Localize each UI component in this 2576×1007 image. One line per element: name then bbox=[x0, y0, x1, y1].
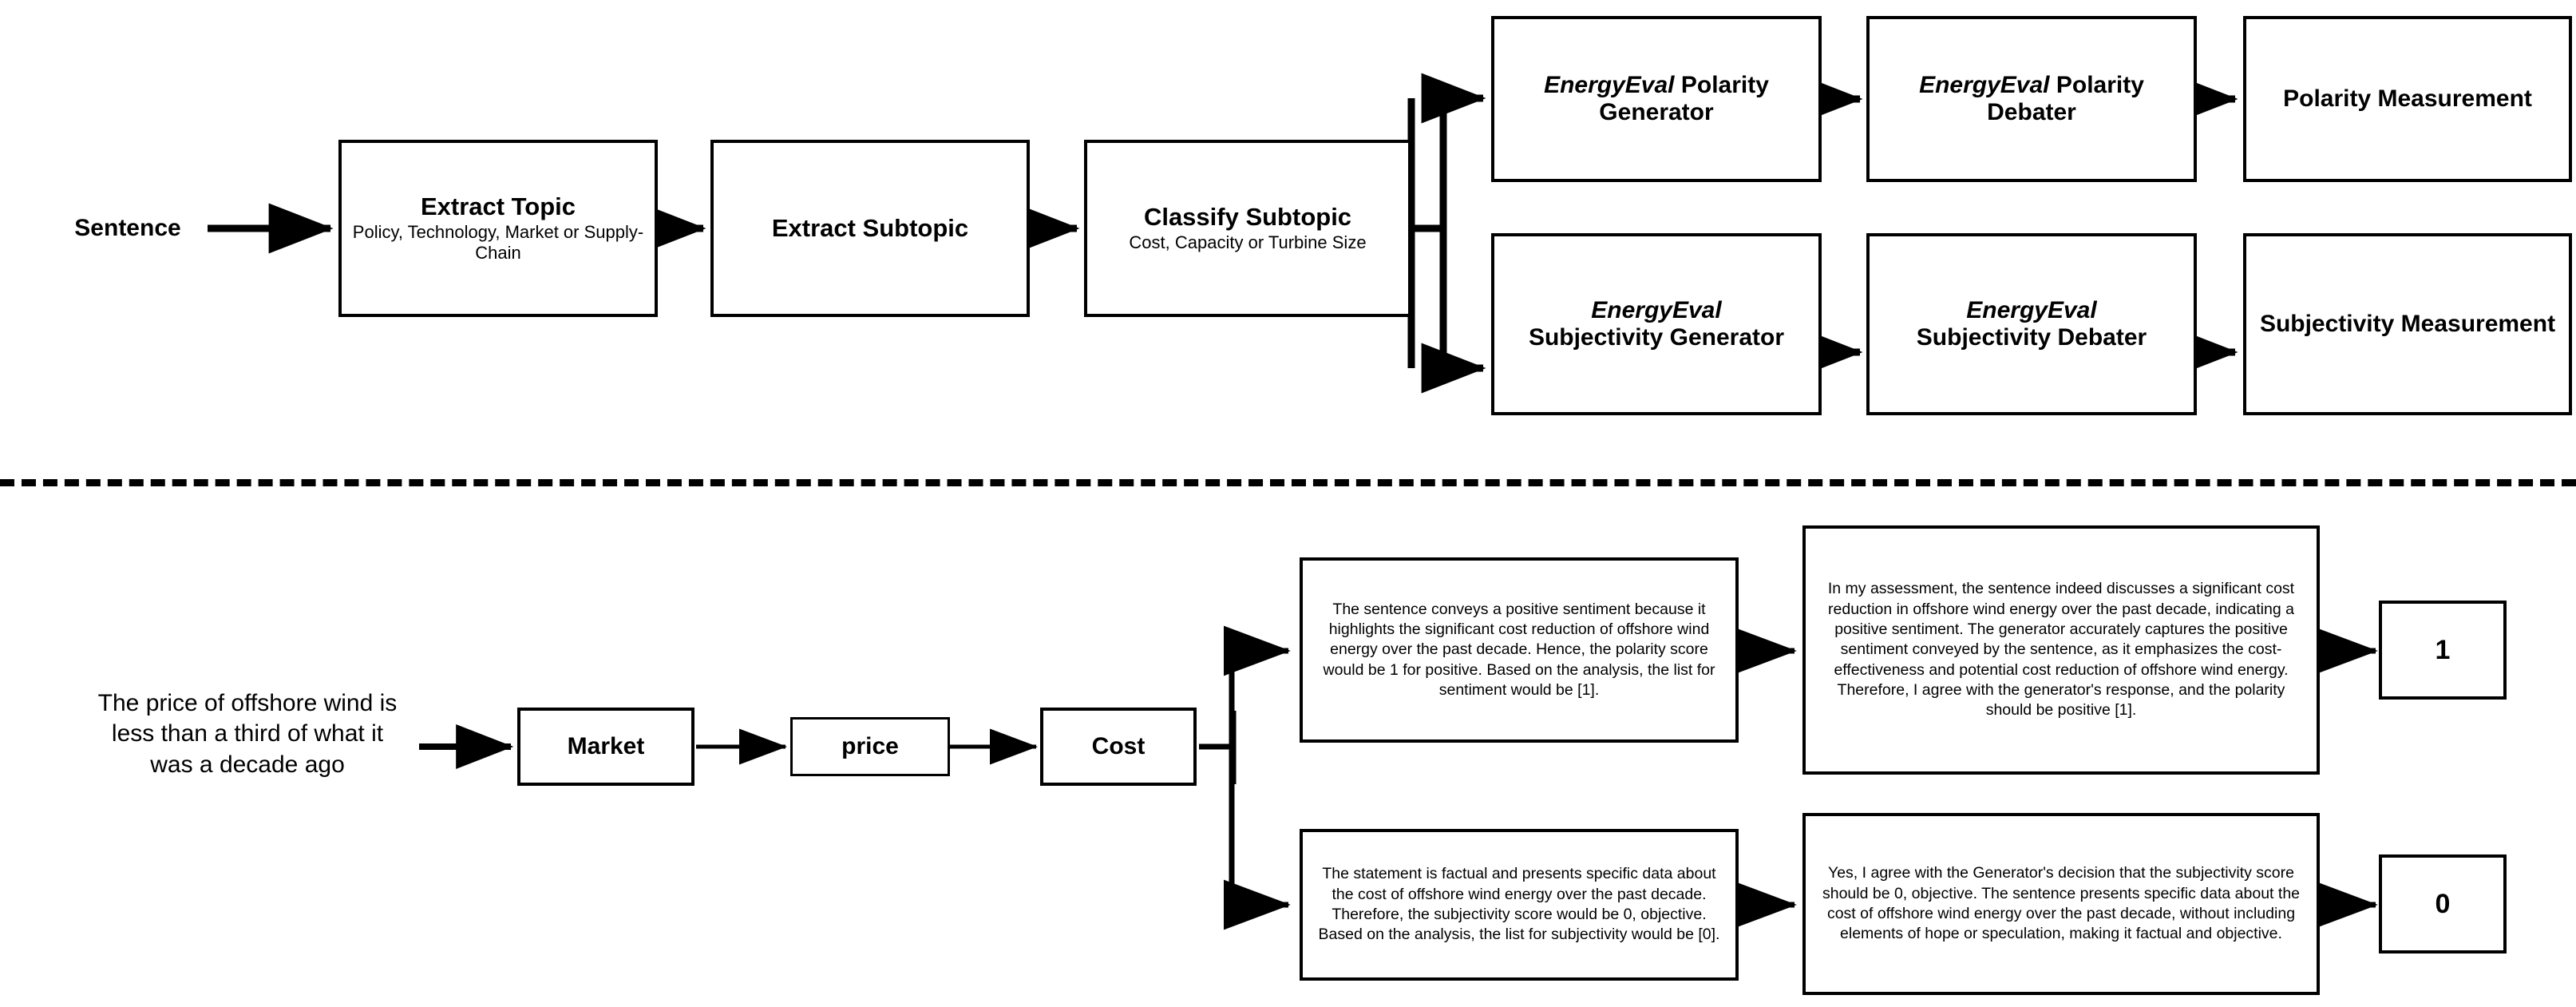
node-polarity-debater-text: Polarity Debater bbox=[1987, 72, 2144, 125]
chip-subtopic-class-label: Cost bbox=[1091, 733, 1146, 760]
chip-subtopic-class[interactable]: Cost bbox=[1040, 708, 1197, 786]
subjectivity-score-value: 0 bbox=[2435, 888, 2451, 919]
node-polarity-generator-text: Polarity Generator bbox=[1599, 72, 1769, 125]
node-subjectivity-debater-text: Subjectivity Debater bbox=[1916, 324, 2147, 351]
brand-energyeval: EnergyEval bbox=[1544, 72, 1675, 99]
node-classify-subtopic[interactable]: Classify Subtopic Cost, Capacity or Turb… bbox=[1084, 140, 1411, 317]
subjectivity-generator-output: The statement is factual and presents sp… bbox=[1300, 829, 1739, 981]
polarity-generator-output-text: The sentence conveys a positive sentimen… bbox=[1323, 600, 1715, 700]
node-extract-subtopic[interactable]: Extract Subtopic bbox=[710, 140, 1030, 317]
polarity-debater-output-text: In my assessment, the sentence indeed di… bbox=[1827, 580, 2295, 720]
polarity-debater-output: In my assessment, the sentence indeed di… bbox=[1802, 525, 2320, 775]
node-polarity-debater-title: EnergyEval Polarity Debater bbox=[1878, 72, 2186, 125]
input-sentence-text: Sentence bbox=[74, 215, 181, 241]
node-subjectivity-generator-title: EnergyEval Subjectivity Generator bbox=[1529, 297, 1784, 351]
node-polarity-generator[interactable]: EnergyEval Polarity Generator bbox=[1491, 16, 1822, 182]
subjectivity-score-box: 0 bbox=[2379, 854, 2507, 953]
chip-subtopic-label: price bbox=[841, 733, 899, 760]
node-subjectivity-generator[interactable]: EnergyEval Subjectivity Generator bbox=[1491, 233, 1822, 415]
node-extract-topic-title: Extract Topic bbox=[420, 192, 576, 220]
subjectivity-debater-output-text: Yes, I agree with the Generator's decisi… bbox=[1822, 864, 2301, 943]
node-polarity-debater[interactable]: EnergyEval Polarity Debater bbox=[1866, 16, 2197, 182]
brand-energyeval: EnergyEval bbox=[1591, 297, 1722, 324]
subjectivity-generator-output-text: The statement is factual and presents sp… bbox=[1318, 865, 1720, 944]
example-input-sentence: The price of offshore wind is less than … bbox=[88, 688, 407, 780]
polarity-score-value: 1 bbox=[2435, 634, 2451, 665]
input-sentence-label: Sentence bbox=[48, 214, 208, 243]
subjectivity-debater-output: Yes, I agree with the Generator's decisi… bbox=[1802, 813, 2320, 995]
brand-energyeval: EnergyEval bbox=[1919, 72, 2050, 99]
polarity-score-box: 1 bbox=[2379, 601, 2507, 700]
node-extract-subtopic-title: Extract Subtopic bbox=[771, 213, 969, 242]
node-classify-subtopic-subtitle: Cost, Capacity or Turbine Size bbox=[1129, 232, 1367, 253]
wire-classify-split-bus bbox=[1407, 98, 1443, 368]
chip-topic-label: Market bbox=[567, 733, 645, 760]
chip-topic[interactable]: Market bbox=[517, 708, 694, 786]
node-extract-topic[interactable]: Extract Topic Policy, Technology, Market… bbox=[338, 140, 658, 317]
polarity-generator-output: The sentence conveys a positive sentimen… bbox=[1300, 557, 1739, 743]
node-subjectivity-measurement[interactable]: Subjectivity Measurement bbox=[2243, 233, 2572, 415]
node-polarity-measurement[interactable]: Polarity Measurement bbox=[2243, 16, 2572, 182]
node-subjectivity-debater[interactable]: EnergyEval Subjectivity Debater bbox=[1866, 233, 2197, 415]
node-subjectivity-debater-title: EnergyEval Subjectivity Debater bbox=[1917, 297, 2147, 351]
node-classify-subtopic-title: Classify Subtopic bbox=[1143, 202, 1352, 231]
node-extract-topic-subtitle: Policy, Technology, Market or Supply-Cha… bbox=[352, 222, 644, 264]
chip-subtopic[interactable]: price bbox=[790, 717, 950, 776]
section-divider bbox=[0, 479, 2576, 486]
example-input-sentence-text: The price of offshore wind is less than … bbox=[97, 690, 398, 778]
node-subjectivity-measurement-title: Subjectivity Measurement bbox=[2259, 311, 2556, 338]
node-polarity-generator-title: EnergyEval Polarity Generator bbox=[1502, 72, 1810, 125]
node-subjectivity-generator-text: Subjectivity Generator bbox=[1528, 324, 1785, 351]
wire-cost-split-bus bbox=[1199, 711, 1237, 784]
brand-energyeval: EnergyEval bbox=[1966, 297, 2097, 324]
node-polarity-measurement-title: Polarity Measurement bbox=[2283, 85, 2532, 113]
